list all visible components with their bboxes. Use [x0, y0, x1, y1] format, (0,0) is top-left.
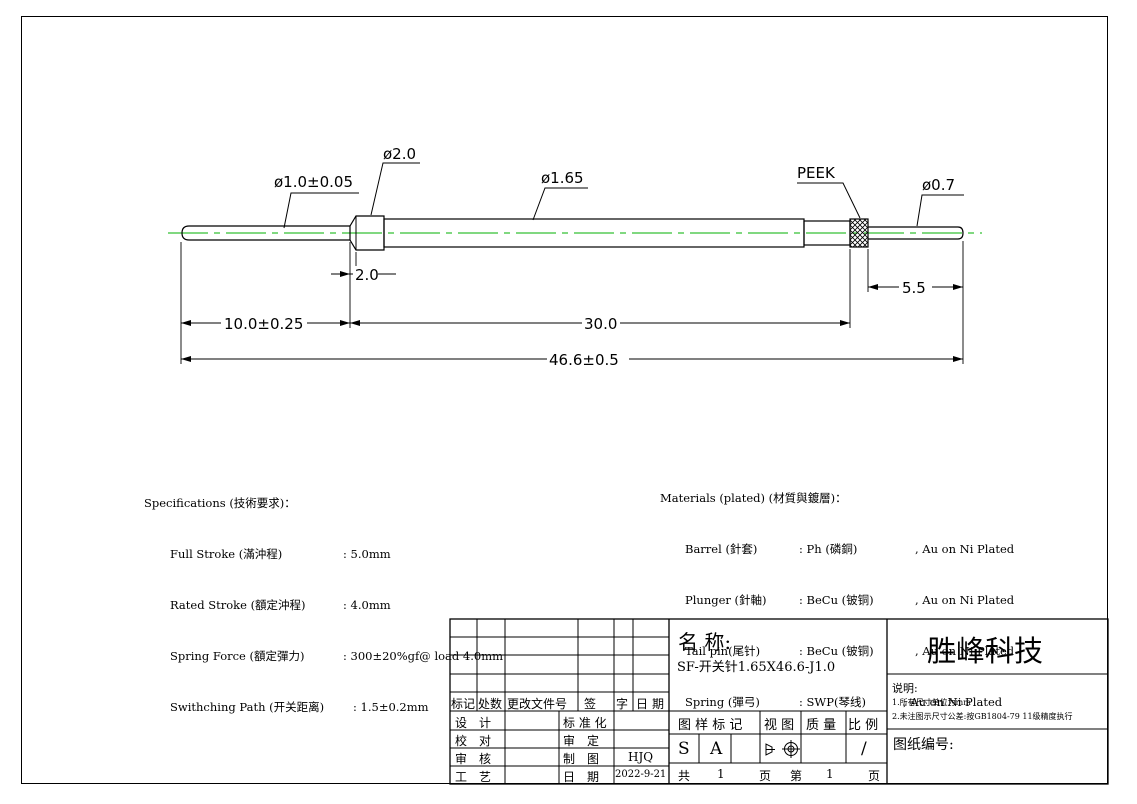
dim-tip-diameter: ø1.0±0.05 [274, 173, 353, 191]
rev-header-count: 处数 [478, 697, 503, 711]
drawn-by-value: HJQ [628, 750, 654, 764]
material-row: Plunger (針軸) : BeCu (铍铜) , Au on Ni Plated [660, 592, 1014, 609]
note-1: 1.所有尺寸单位为mm [892, 698, 971, 707]
stage-a: A [710, 739, 723, 759]
spec-label: Swithching Path (开关距离) [170, 700, 325, 714]
leader-peek [797, 182, 861, 219]
material-name: : Ph (磷銅) [799, 542, 858, 556]
material-name: : SWP(琴线) [799, 695, 866, 709]
label-approve: 审 定 [563, 734, 600, 748]
total-label: 共 [678, 769, 691, 783]
leader-d-head [370, 162, 420, 216]
material-row: Barrel (針套) : Ph (磷銅) , Au on Ni Plated [660, 541, 1014, 558]
rev-header-doc: 更改文件号 [507, 697, 568, 711]
peek-insulator [849, 218, 869, 248]
rev-header-sign1: 签 [584, 697, 597, 711]
mass-label: 质 量 [806, 718, 837, 733]
peek-label: PEEK [797, 164, 836, 182]
material-part: Spring (彈弓) [685, 695, 760, 709]
spec-label: Spring Force (額定彈力) [170, 649, 305, 663]
dim-head-length: 2.0 [355, 266, 379, 284]
dim-tip-length: 10.0±0.25 [224, 315, 303, 333]
page-label-2: 页 [868, 769, 881, 783]
spec-row: Full Stroke (滿沖程) : 5.0mm [144, 546, 503, 563]
dim-barrel-length: 30.0 [584, 315, 617, 333]
rev-header-date2: 期 [652, 697, 665, 711]
spec-value: : 4.0mm [343, 598, 391, 612]
leader-d-tail [916, 194, 964, 227]
label-review: 审 核 [455, 752, 492, 766]
material-plating: , Au on Ni Plated [915, 542, 1015, 556]
materials-title: Materials (plated) (材質與鍍層)： [660, 491, 847, 505]
spec-row: Rated Stroke (額定沖程) : 4.0mm [144, 597, 503, 614]
dim-tail-length: 5.5 [902, 279, 926, 297]
rev-header-date1: 日 [636, 697, 649, 711]
label-design: 设 计 [455, 716, 492, 730]
dim-tail-diameter: ø0.7 [922, 176, 955, 194]
material-name: : BeCu (铍铜) [799, 593, 874, 607]
drawing-no-label: 图纸编号: [893, 737, 954, 753]
company-name: 胜峰科技 [927, 634, 1044, 668]
dim-head-diameter: ø2.0 [383, 145, 416, 163]
dim-total-length: 46.6±0.5 [549, 351, 619, 369]
material-part: Plunger (針軸) [685, 593, 767, 607]
name-label: 名 称: [678, 630, 732, 654]
materials: Materials (plated) (材質與鍍層)： Barrel (針套):… [660, 456, 1014, 728]
sheet-label: 第 [790, 769, 803, 783]
label-standard: 标 准 化 [563, 716, 607, 730]
label-process: 工 艺 [455, 770, 492, 784]
sheet-value: 1 [826, 767, 834, 781]
dim-barrel-diameter: ø1.65 [541, 169, 584, 187]
scale-value: / [861, 739, 867, 759]
label-drawn: 制 图 [563, 752, 600, 766]
rev-header-sign2: 字 [616, 697, 629, 711]
spec-row: Swithching Path (开关距离) : 1.5±0.2mm [144, 699, 503, 716]
specifications-title: Specifications (技術要求)： [144, 496, 296, 510]
spec-value: : 300±20%gf@ load 4.0mm [343, 649, 504, 663]
plunger-tip [181, 225, 351, 241]
spec-label: Rated Stroke (額定沖程) [170, 598, 306, 612]
spec-value: : 5.0mm [343, 547, 391, 561]
spec-label: Full Stroke (滿沖程) [170, 547, 283, 561]
leader-d-barrel [532, 187, 588, 221]
tail-pin [868, 226, 964, 240]
stage-label: 图 样 标 记 [678, 718, 743, 733]
rev-header-mark: 标记 [451, 697, 476, 711]
spec-value: : 1.5±0.2mm [353, 700, 429, 714]
material-part: Barrel (針套) [685, 542, 758, 556]
label-check: 校 对 [455, 734, 492, 748]
stage-s: S [678, 739, 690, 759]
leader-d-tip [283, 192, 359, 229]
scale-label: 比 例 [848, 718, 879, 733]
date-value: 2022-9-21 [615, 769, 667, 780]
label-date: 日 期 [563, 770, 600, 784]
name-value: SF-开关针1.65X46.6-J1.0 [677, 660, 836, 675]
page-label: 页 [759, 769, 772, 783]
spec-row: Spring Force (額定彈力) : 300±20%gf@ load 4.0… [144, 648, 503, 665]
total-value: 1 [717, 767, 725, 781]
specifications: Specifications (技術要求)： Full Stroke (滿沖程)… [144, 461, 503, 733]
view-label: 视 图 [764, 718, 795, 733]
material-plating: , Au on Ni Plated [915, 593, 1015, 607]
note-2: 2.未注图示尺寸公差:按GB1804-79 11级精度执行 [892, 712, 1073, 721]
notes-label: 说明: [892, 682, 918, 695]
